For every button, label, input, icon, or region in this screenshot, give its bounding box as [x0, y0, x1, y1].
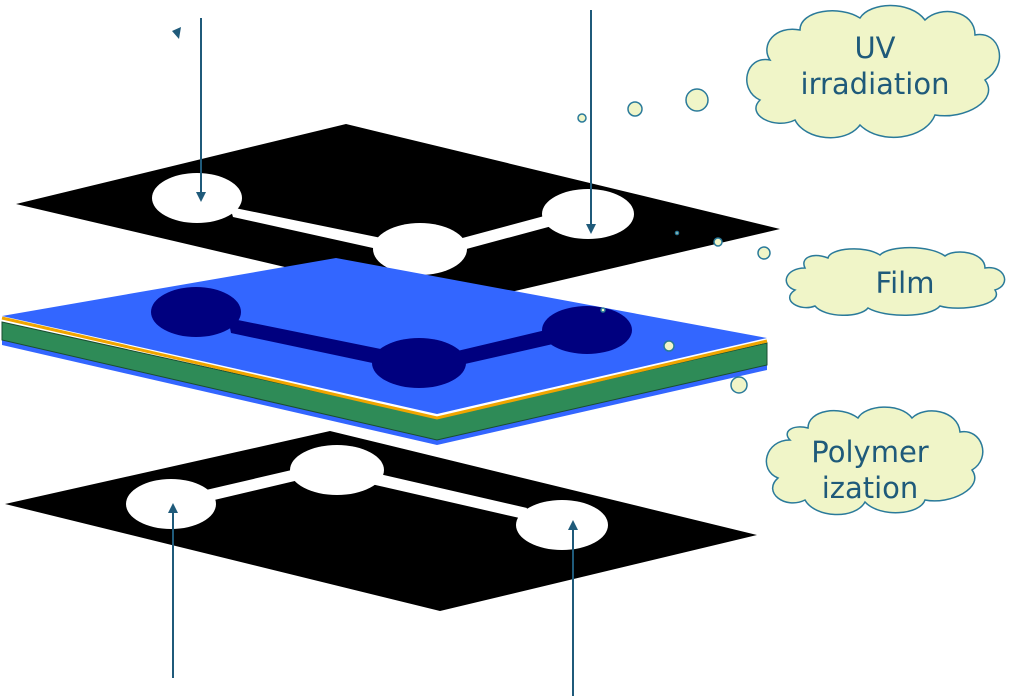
bottom-mask-hole-left — [126, 479, 216, 529]
top-mask-hole-middle — [373, 223, 467, 275]
bubble-dot — [577, 113, 587, 123]
bubble-dot — [730, 376, 748, 394]
film-label: Film — [840, 265, 970, 301]
poly-label-line1: Polymer — [811, 435, 929, 469]
thought-bubbles — [577, 88, 771, 394]
polymerization-label: Polymer ization — [780, 434, 960, 506]
top-mask-sheet — [16, 124, 780, 306]
bottom-mask-hole-right — [516, 500, 608, 550]
bubble-dot — [600, 307, 606, 313]
film-chamber-middle — [372, 338, 466, 388]
cloud-uv-shape — [746, 4, 1001, 139]
bottom-mask-channel-pattern — [126, 445, 608, 550]
film-chamber-left — [151, 287, 241, 337]
film-channel-right — [453, 329, 553, 366]
uv-label-line1: UV — [854, 31, 896, 65]
bottom-photomask — [5, 431, 757, 611]
bubble-dot — [713, 237, 723, 247]
film-stack — [1, 258, 768, 445]
top-mask-hole-right — [542, 189, 634, 239]
top-mask-channel-left — [230, 207, 386, 250]
bottom-mask-channel-left — [206, 469, 299, 501]
cloud-uv-irradiation — [746, 4, 1001, 139]
cloud-poly-shape — [765, 406, 984, 516]
poly-label-line2: ization — [821, 471, 919, 505]
bottom-mask-hole-middle — [290, 445, 384, 495]
film-chamber-right — [542, 306, 632, 354]
cloud-film-shape — [785, 246, 1006, 316]
bottom-mask-channel-right — [371, 473, 527, 519]
film-edge-line — [1, 316, 768, 420]
top-mask-hole-left — [152, 173, 242, 223]
stray-arrowhead-icon — [172, 27, 181, 39]
bubble-dot — [674, 230, 680, 236]
film-channel-pattern — [151, 287, 632, 388]
top-mask-channel-right — [455, 215, 552, 251]
uv-arrows — [168, 10, 596, 696]
bubble-dot — [685, 88, 709, 112]
bubble-dot — [627, 101, 643, 117]
uv-irradiation-label: UV irradiation — [780, 30, 970, 102]
cloud-film — [785, 246, 1006, 316]
film-label-text: Film — [875, 266, 935, 300]
bottom-mask-sheet — [5, 431, 757, 611]
cloud-polymerization — [765, 406, 984, 516]
uv-label-line2: irradiation — [800, 67, 950, 101]
film-channel-left — [228, 318, 386, 365]
bubble-dot — [663, 340, 675, 352]
bubble-dot — [757, 246, 771, 260]
